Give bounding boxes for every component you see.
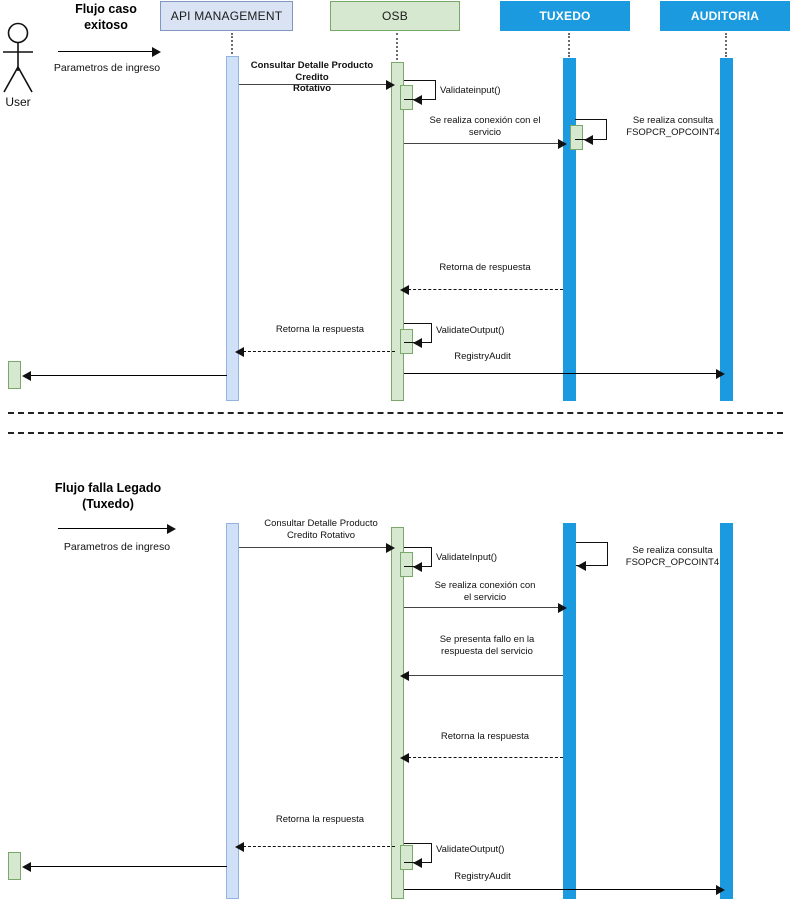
- flow-title-success: Flujo caso exitoso: [75, 2, 137, 32]
- message-label-registryaudit-flow1: RegistryAudit: [454, 351, 511, 362]
- message-label-validateinput-flow2: ValidateInput(): [436, 552, 498, 563]
- flow-separator-lower: [8, 432, 783, 434]
- message-arrow-conexion-servicio-flow2: [558, 603, 567, 613]
- message-line-conexion-servicio-flow1: [404, 143, 561, 144]
- participant-box-api-management[interactable]: API MANAGEMENT: [160, 1, 293, 31]
- activation-nested-osb-validateinput-flow1: [400, 85, 413, 110]
- message-arrow-consultar-detalle-flow1: [386, 80, 395, 90]
- message-arrow-return-to-actor-flow2: [22, 862, 31, 872]
- entry-arrow-head-flow1: [152, 47, 161, 57]
- lifeline-dots-auditoria-flow1: [725, 33, 727, 57]
- activation-bar-auditoria-flow2[interactable]: [720, 523, 733, 899]
- message-arrow-registryaudit-flow1: [716, 369, 725, 379]
- entry-arrow-line-flow1: [58, 51, 153, 52]
- actor-label: User: [5, 95, 31, 109]
- message-arrow-fallo-servicio-flow2: [400, 671, 409, 681]
- message-line-retorna-la-respuesta-flow1: [243, 351, 395, 352]
- message-line-registryaudit-flow2: [404, 889, 720, 890]
- message-arrow-conexion-servicio-flow1: [558, 139, 567, 149]
- lifeline-dots-api-management-flow1: [231, 33, 233, 54]
- selfcall-arrow-validateinput-flow1: [413, 95, 422, 105]
- message-label-validateoutput-flow2: ValidateOutput(): [436, 844, 505, 855]
- actor-return-box-flow2: [8, 852, 21, 880]
- selfcall-bracket-consulta-flow2: [576, 542, 608, 566]
- message-label-validateoutput-flow1: ValidateOutput(): [436, 325, 505, 336]
- participant-box-osb[interactable]: OSB: [330, 1, 460, 31]
- selfcall-arrow-consulta-flow2: [577, 561, 586, 571]
- actor-return-box-flow1: [8, 361, 21, 389]
- activation-bar-osb-flow1[interactable]: [391, 62, 404, 401]
- message-label-fallo-servicio-flow2: Se presenta fallo en la respuesta del se…: [439, 634, 535, 657]
- message-line-consultar-detalle-flow1: [239, 84, 389, 85]
- entry-label-flow1: Parametros de ingreso: [53, 62, 161, 74]
- activation-bar-tuxedo-flow1[interactable]: [563, 58, 576, 401]
- message-line-retorna-respuesta-apim-flow2: [243, 846, 395, 847]
- entry-arrow-line-flow2: [58, 528, 168, 529]
- message-label-retorna-respuesta-apim-flow2: Retorna la respuesta: [275, 814, 365, 825]
- selfcall-arrow-validateoutput-flow1: [413, 338, 422, 348]
- message-label-consultar-detalle-flow1: Consultar Detalle Producto Credito Rotat…: [250, 60, 374, 95]
- selfcall-arrow-validateinput-flow2: [413, 562, 422, 572]
- participant-box-tuxedo[interactable]: TUXEDO: [500, 1, 630, 31]
- flow-title-failure: Flujo falla Legado (Tuxedo): [54, 481, 162, 511]
- participant-label-tuxedo: TUXEDO: [539, 9, 591, 23]
- activation-nested-osb-validateoutput-flow1: [400, 329, 413, 354]
- message-line-return-to-actor-flow2: [31, 866, 227, 867]
- activation-nested-osb-validateoutput-flow2: [400, 845, 413, 870]
- activation-bar-api-management-flow1[interactable]: [226, 56, 239, 401]
- message-label-retorna-la-respuesta-flow1: Retorna la respuesta: [275, 324, 365, 335]
- lifeline-dots-tuxedo-flow1: [568, 33, 570, 57]
- lifeline-dots-osb-flow1: [396, 33, 398, 60]
- message-arrow-retorna-la-respuesta-flow1: [235, 347, 244, 357]
- message-label-registryaudit-flow2: RegistryAudit: [454, 871, 511, 882]
- message-label-retorna-respuesta-tuxedo-flow2: Retorna la respuesta: [440, 731, 530, 742]
- participant-label-osb: OSB: [382, 9, 408, 23]
- participant-label-api-management: API MANAGEMENT: [170, 9, 283, 23]
- message-line-return-to-actor-flow1: [31, 375, 227, 376]
- message-arrow-return-to-actor-flow1: [22, 371, 31, 381]
- entry-label-flow2: Parametros de ingreso: [63, 541, 171, 553]
- participant-label-auditoria: AUDITORIA: [690, 9, 760, 23]
- message-arrow-retorna-respuesta-tuxedo-flow2: [400, 753, 409, 763]
- activation-nested-osb-validateinput-flow2: [400, 552, 413, 577]
- message-label-retorna-de-respuesta-flow1: Retorna de respuesta: [439, 262, 531, 273]
- message-arrow-retorna-de-respuesta-flow1: [400, 285, 409, 295]
- message-label-conexion-servicio-flow1: Se realiza conexión con el servicio: [429, 115, 541, 138]
- activation-bar-auditoria-flow1[interactable]: [720, 58, 733, 401]
- message-arrow-retorna-respuesta-apim-flow2: [235, 842, 244, 852]
- message-line-consultar-detalle-flow2: [239, 547, 389, 548]
- message-label-consulta-fsopcr-flow2: Se realiza consulta FSOPCR_OPCOINT4: [625, 545, 720, 568]
- message-arrow-consultar-detalle-flow2: [386, 543, 395, 553]
- message-line-retorna-de-respuesta-flow1: [408, 289, 563, 290]
- selfcall-arrow-consulta-flow1: [584, 135, 593, 145]
- message-arrow-registryaudit-flow2: [716, 885, 725, 895]
- message-label-validateinput-flow1: Validateinput(): [440, 85, 501, 96]
- message-line-conexion-servicio-flow2: [404, 607, 561, 608]
- actor-stick-figure-icon: [3, 22, 33, 93]
- entry-arrow-head-flow2: [167, 524, 176, 534]
- message-line-fallo-servicio-flow2: [408, 675, 563, 676]
- activation-nested-tuxedo-consulta-flow1: [570, 125, 583, 150]
- activation-bar-tuxedo-flow2[interactable]: [563, 523, 576, 899]
- flow-separator-upper: [8, 412, 783, 414]
- participant-box-auditoria[interactable]: AUDITORIA: [660, 1, 790, 31]
- message-label-consultar-detalle-flow2: Consultar Detalle Producto Credito Rotat…: [264, 518, 378, 541]
- selfcall-arrow-validateoutput-flow2: [413, 858, 422, 868]
- message-label-conexion-servicio-flow2: Se realiza conexión con el servicio: [434, 580, 536, 603]
- message-line-retorna-respuesta-tuxedo-flow2: [408, 757, 563, 758]
- message-line-registryaudit-flow1: [404, 373, 720, 374]
- message-label-consulta-fsopcr-flow1: Se realiza consulta FSOPCR_OPCOINT4: [626, 115, 720, 138]
- activation-bar-osb-flow2[interactable]: [391, 527, 404, 899]
